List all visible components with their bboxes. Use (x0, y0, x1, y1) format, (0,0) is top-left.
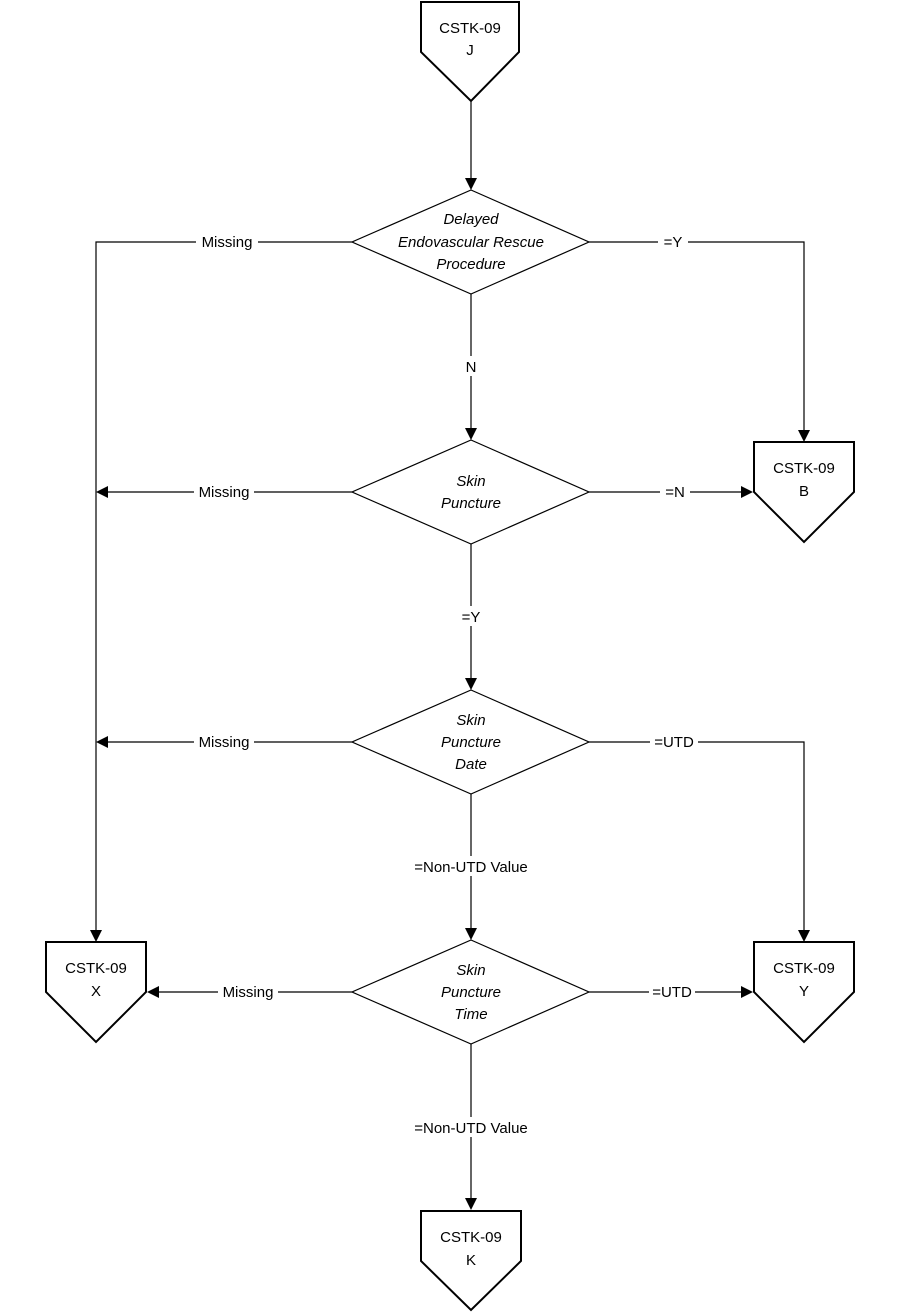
arrowhead (465, 428, 477, 440)
edge-label-d1-missing: Missing (202, 234, 253, 251)
connector-id: CSTK-09 (440, 1229, 502, 1246)
edge-label-d3-utd: =UTD (654, 734, 694, 751)
arrowhead (741, 986, 753, 998)
decision-text-line: Puncture (441, 495, 501, 512)
line-d1-yes (589, 241, 805, 432)
connector-letter: Y (799, 983, 809, 1000)
edge-labels: Missing =Y N Missing =N =Y Missing =UTD … (194, 232, 698, 1137)
decision-text-line: Procedure (436, 256, 505, 273)
connector-letter: B (799, 483, 809, 500)
connector-letter: K (466, 1252, 476, 1269)
decision-skin-puncture-time: Skin Puncture Time (350, 939, 591, 1045)
connector-k: CSTK-09 K (420, 1210, 522, 1312)
decision-skin-puncture: Skin Puncture (350, 439, 591, 545)
connector-id: CSTK-09 (773, 960, 835, 977)
decision-delayed-rescue: Delayed Endovascular Rescue Procedure (350, 189, 591, 295)
arrowhead (96, 736, 108, 748)
arrowhead (465, 928, 477, 940)
decision-text-line: Delayed (443, 211, 499, 228)
edge-label-d4-value: =Non-UTD Value (414, 1120, 528, 1137)
decision-text-line: Skin (456, 712, 485, 729)
arrowhead (798, 930, 810, 942)
edge-label-d2-yes: =Y (462, 609, 481, 626)
arrowhead (90, 930, 102, 942)
connector-x: CSTK-09 X (45, 941, 147, 1044)
connector-letter: J (466, 42, 474, 59)
connector-b: CSTK-09 B (753, 441, 855, 544)
edge-label-d1-no: N (466, 359, 477, 376)
line-d1-missing (95, 241, 352, 932)
arrowhead (465, 678, 477, 690)
connector-y: CSTK-09 Y (753, 941, 855, 1044)
arrowhead (465, 1198, 477, 1210)
decision-text-line: Puncture (441, 734, 501, 751)
arrowhead (147, 986, 159, 998)
arrowhead (96, 486, 108, 498)
arrowhead (798, 430, 810, 442)
edge-label-d4-missing: Missing (223, 984, 274, 1001)
connector-id: CSTK-09 (773, 460, 835, 477)
decision-text-line: Skin (456, 473, 485, 490)
connector-start: CSTK-09 J (420, 1, 520, 103)
edge-label-d4-utd: =UTD (652, 984, 692, 1001)
edge-label-d3-value: =Non-UTD Value (414, 859, 528, 876)
edge-label-d2-no: =N (665, 484, 685, 501)
edge-label-d1-yes: =Y (664, 234, 683, 251)
line-d3-utd (589, 741, 805, 932)
arrowhead (741, 486, 753, 498)
edge-label-d3-missing: Missing (199, 734, 250, 751)
edge-label-d2-missing: Missing (199, 484, 250, 501)
decision-text-line: Endovascular Rescue (398, 234, 544, 251)
arrowhead (465, 178, 477, 190)
connector-id: CSTK-09 (439, 20, 501, 37)
decision-text-line: Date (455, 756, 487, 773)
connector-id: CSTK-09 (65, 960, 127, 977)
decision-text-line: Skin (456, 962, 485, 979)
decision-skin-puncture-date: Skin Puncture Date (350, 689, 591, 795)
decision-text-line: Time (454, 1006, 487, 1023)
decision-text-line: Puncture (441, 984, 501, 1001)
connector-letter: X (91, 983, 101, 1000)
